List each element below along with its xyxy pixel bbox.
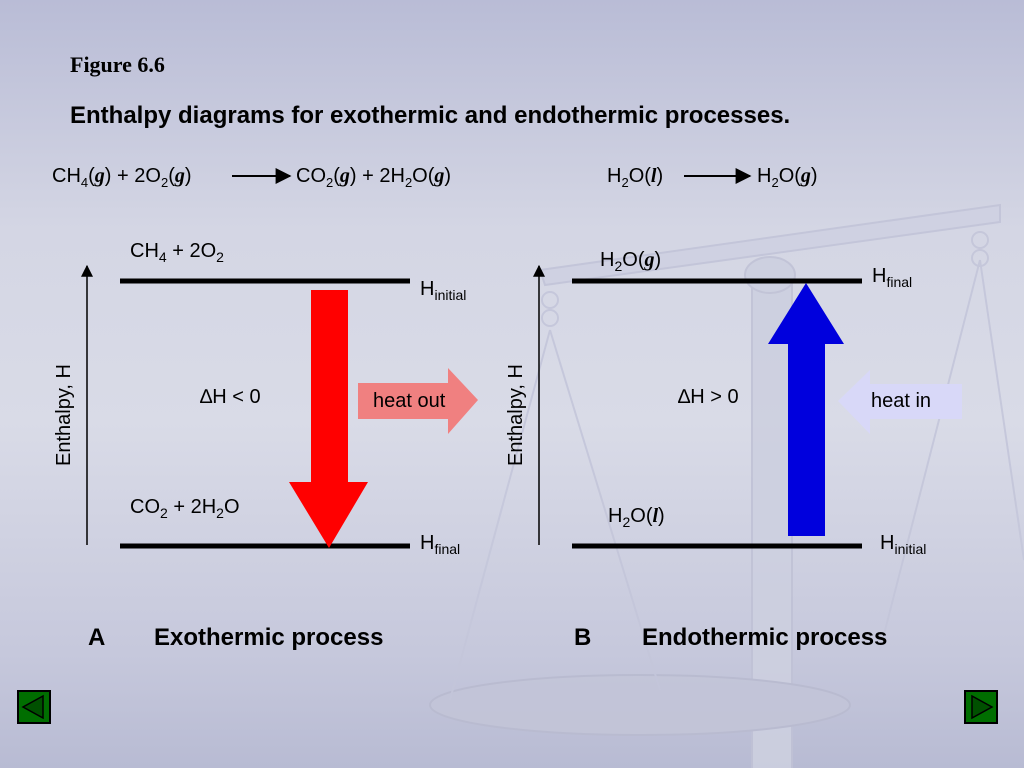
top-species-a: CH4 + 2O2: [130, 240, 224, 265]
heat-out-arrow: [358, 368, 478, 434]
delta-h-a: ∆H < 0: [200, 386, 261, 408]
heat-in-arrow: [838, 370, 962, 434]
top-species-b: H2O(g): [600, 249, 662, 274]
caption-b: Endothermic process: [642, 624, 888, 651]
caption-a: Exothermic process: [154, 624, 384, 651]
equation-b-product: H2O(g): [757, 165, 818, 190]
equation-a: CH4(g) + 2O2(g): [52, 165, 192, 190]
bottom-species-a: CO2 + 2H2O: [130, 496, 240, 521]
enthalpy-arrow-b: [768, 283, 844, 536]
enthalpy-arrow-a: [289, 290, 368, 548]
next-slide-button[interactable]: [964, 690, 998, 724]
triangle-left-icon: [21, 694, 44, 720]
y-axis-label-a: Enthalpy, H: [53, 364, 75, 466]
figure-title: Enthalpy diagrams for exothermic and end…: [70, 102, 791, 129]
bottom-species-b: H2O(l): [608, 505, 665, 530]
y-axis-label-b: Enthalpy, H: [505, 364, 527, 466]
previous-slide-button[interactable]: [17, 690, 51, 724]
level-label-b-final: Hfinal: [872, 265, 913, 290]
caption-letter-a: A: [88, 624, 106, 651]
equation-a-products: CO2(g) + 2H2O(g): [296, 165, 452, 190]
level-label-a-initial: Hinitial: [420, 278, 467, 303]
caption-letter-b: B: [574, 624, 592, 651]
heat-in-label: heat in: [871, 390, 932, 412]
triangle-right-icon: [971, 694, 994, 720]
figure-label: Figure 6.6: [70, 52, 165, 77]
equation-b-reactant: H2O(l): [607, 165, 664, 190]
delta-h-b: ∆H > 0: [678, 386, 739, 408]
heat-out-label: heat out: [373, 390, 446, 412]
level-label-b-initial: Hinitial: [880, 532, 927, 557]
level-label-a-final: Hfinal: [420, 532, 461, 557]
